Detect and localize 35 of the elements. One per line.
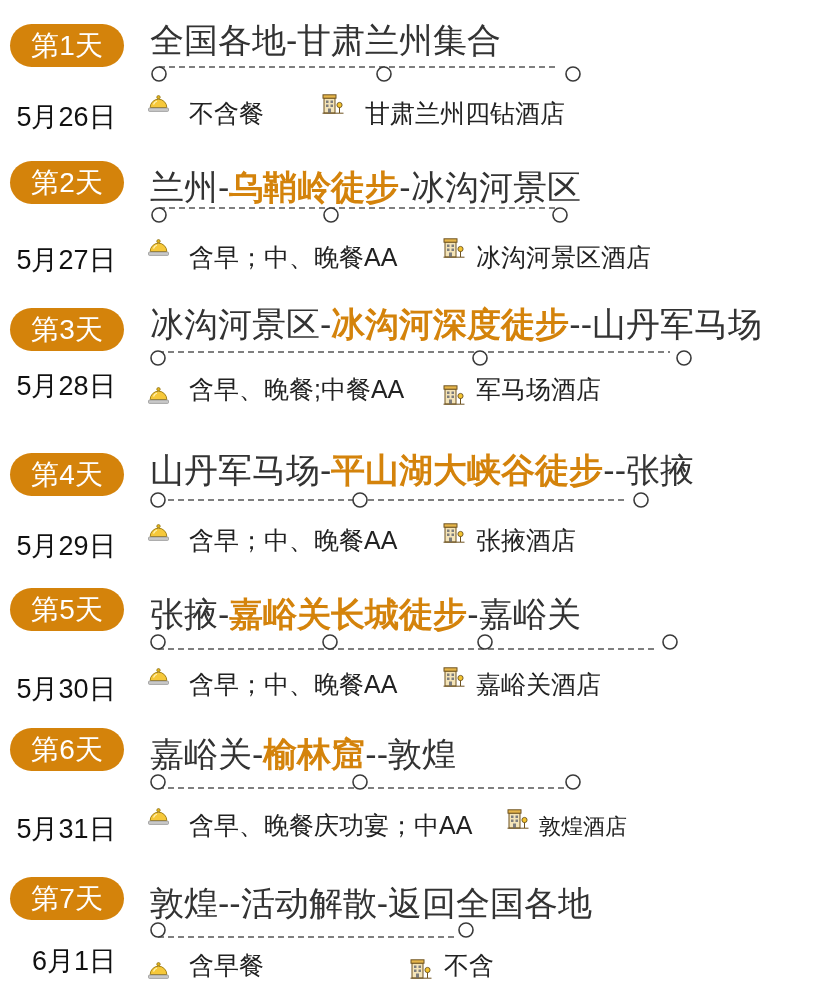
meal-text: 不含餐 (189, 100, 264, 126)
date-text: 5月27日 (16, 246, 116, 274)
hotel-text: 张掖酒店 (476, 527, 576, 553)
hotel-text: 甘肃兰州四钻酒店 (365, 100, 565, 126)
date-text: 5月28日 (16, 372, 116, 400)
meal-text: 含早、晚餐庆功宴；中AA (189, 812, 473, 838)
date-text: 5月30日 (16, 675, 116, 703)
day-badge: 第3天 (10, 308, 124, 351)
route-title: 全国各地-甘肃兰州集合 (150, 23, 502, 57)
meal-text: 含早餐 (189, 952, 264, 978)
day-badge: 第1天 (10, 24, 124, 67)
date-text: 5月26日 (16, 103, 116, 131)
date-text: 5月29日 (16, 532, 116, 560)
meal-text: 含早；中、晚餐AA (189, 244, 398, 270)
hotel-text: 不含 (444, 952, 494, 978)
meal-text: 含早；中、晚餐AA (189, 671, 398, 697)
route-title: 敦煌--活动解散-返回全国各地 (150, 886, 592, 920)
route-title: 兰州-乌鞘岭徒步-冰沟河景区 (150, 170, 581, 204)
hotel-text: 嘉峪关酒店 (476, 671, 601, 697)
day-badge: 第7天 (10, 877, 124, 920)
date-text: 6月1日 (31, 947, 116, 975)
hotel-text: 敦煌酒店 (539, 816, 627, 838)
route-title: 山丹军马场-平山湖大峡谷徒步--张掖 (150, 453, 694, 487)
day-badge: 第2天 (10, 161, 124, 204)
route-title: 嘉峪关-榆林窟--敦煌 (150, 737, 456, 771)
meal-text: 含早、晚餐;中餐AA (189, 376, 405, 402)
hotel-text: 军马场酒店 (476, 376, 601, 402)
route-title: 张掖-嘉峪关长城徒步-嘉峪关 (150, 597, 581, 631)
day-badge: 第5天 (10, 588, 124, 631)
route-title: 冰沟河景区-冰沟河深度徒步--山丹军马场 (150, 307, 762, 341)
day-badge: 第4天 (10, 453, 124, 496)
day-badge: 第6天 (10, 728, 124, 771)
meal-text: 含早；中、晚餐AA (189, 527, 398, 553)
date-text: 5月31日 (16, 815, 116, 843)
hotel-text: 冰沟河景区酒店 (476, 244, 651, 270)
